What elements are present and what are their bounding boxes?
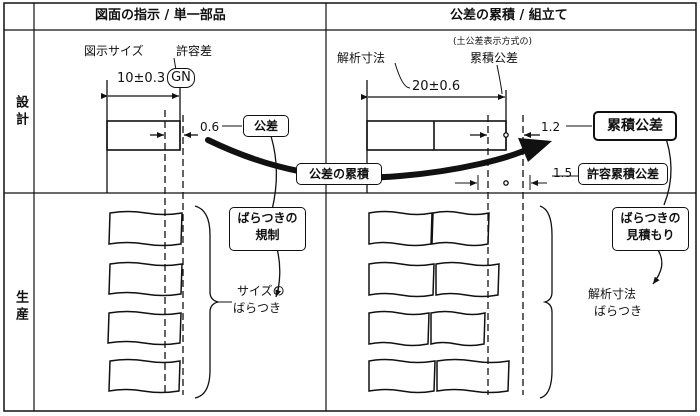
- right-production-parts: [368, 210, 510, 394]
- analysis-dim-label: 解析寸法: [337, 51, 386, 65]
- analysis-variation-line2: ばらつき: [594, 304, 643, 318]
- cumulative-width: 1.2: [541, 120, 561, 134]
- tolerance-label: 許容差: [176, 44, 213, 58]
- left-production-parts: [107, 210, 183, 394]
- tolerance-width-left: 0.6: [200, 120, 220, 134]
- drawing-size-label: 図示サイズ: [84, 44, 144, 58]
- estimate-callout-line2: 見積もり: [626, 228, 675, 242]
- table-grid: [3, 2, 697, 412]
- regulation-callout-line2: 規制: [255, 228, 280, 242]
- accumulation-label: 公差の累積: [296, 163, 382, 185]
- right-brace: [539, 205, 553, 399]
- header-right: 公差の累積 / 組立て: [450, 8, 568, 23]
- dimension-value-right: 20±0.6: [410, 79, 463, 94]
- allowable-callout: 許容累積公差: [578, 163, 668, 185]
- regulation-arrow: [270, 135, 278, 211]
- estimate-callout-line1: ばらつきの: [620, 211, 681, 225]
- header-left: 図面の指示 / 単一部品: [95, 8, 226, 23]
- tolerance-class-badge: GN: [167, 68, 195, 88]
- allowable-width: 1.5: [553, 166, 573, 180]
- dimension-value-left: 10±0.3: [117, 71, 166, 86]
- cumulative-callout: 累積公差: [593, 111, 677, 141]
- size-variation-line2: ばらつき: [233, 301, 282, 315]
- tolerance-callout: 公差: [243, 115, 289, 137]
- accumulation-arrow: [205, 137, 533, 181]
- left-part-drawing: [101, 57, 242, 395]
- estimate-callout: ばらつきの 見積もり: [612, 207, 689, 251]
- regulation-callout-line1: ばらつきの: [237, 211, 298, 225]
- regulation-callout: ばらつきの 規制: [229, 207, 306, 251]
- size-variation-line1: サイズの: [237, 284, 285, 298]
- row-label-design: 設計: [13, 95, 28, 129]
- analysis-variation-line1: 解析寸法: [588, 287, 637, 301]
- method-note: (土公差表示方式の): [453, 37, 533, 47]
- cumulative-tolerance-label: 累積公差: [470, 51, 519, 65]
- left-brace: [194, 205, 219, 399]
- row-label-production: 生産: [13, 290, 28, 324]
